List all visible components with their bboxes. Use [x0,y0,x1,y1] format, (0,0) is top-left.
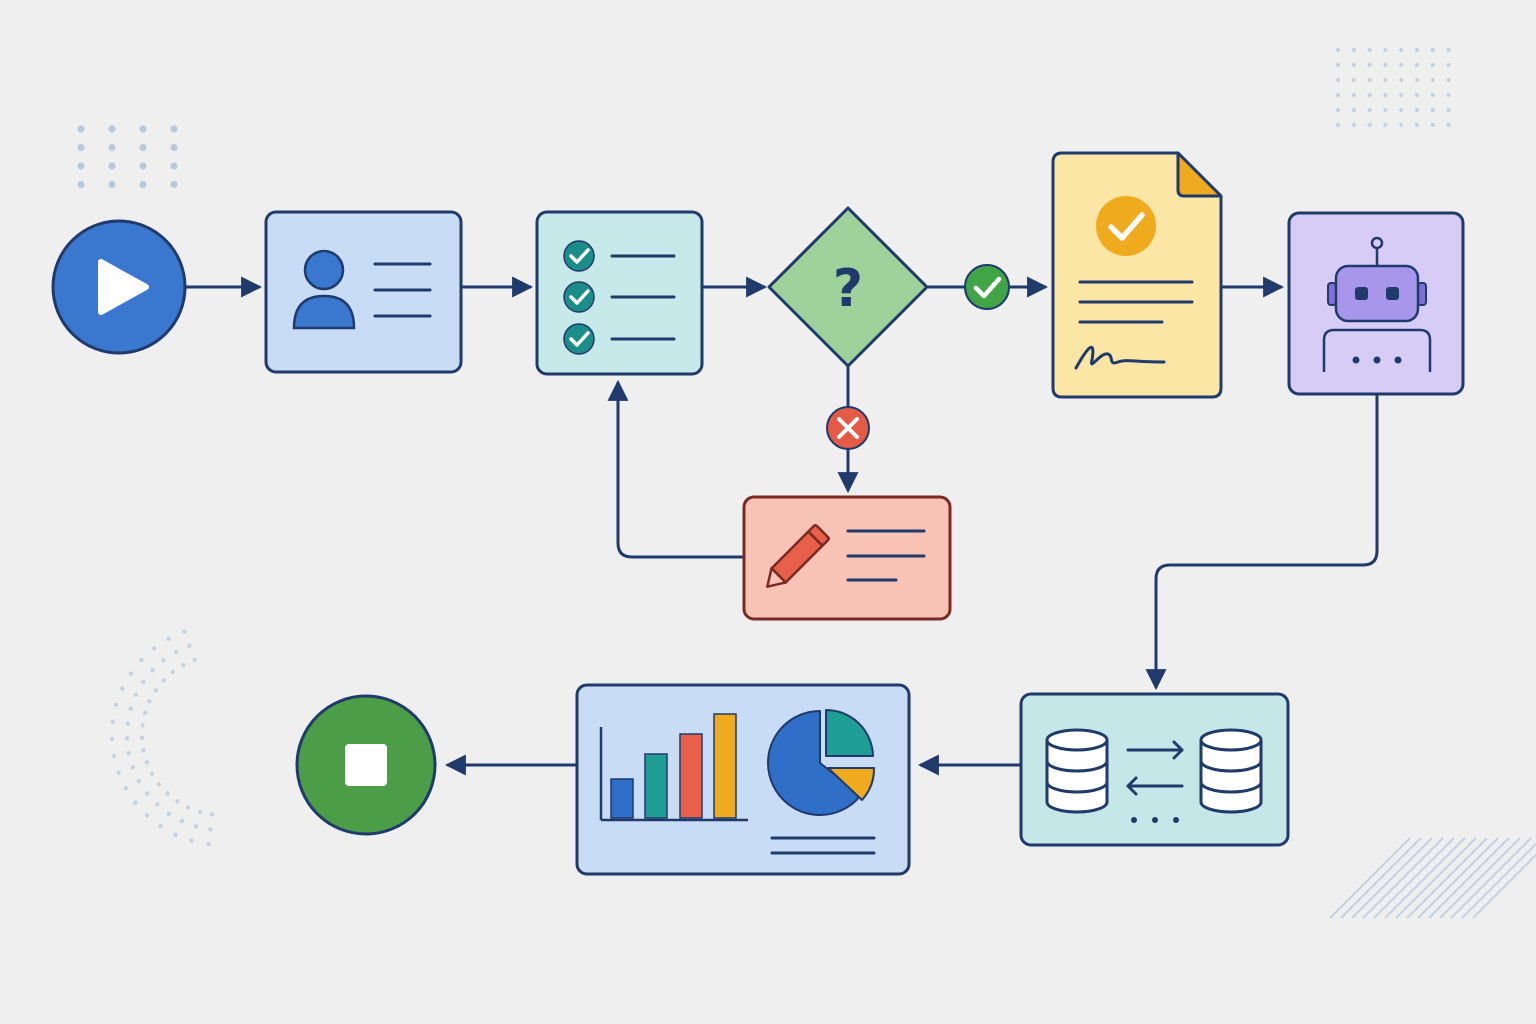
play-icon [98,259,149,315]
stop-icon [345,744,387,786]
bar-chart-icon [599,713,748,822]
end-node[interactable] [295,694,437,836]
report-text-lines [770,836,876,855]
user-profile-node[interactable] [264,210,463,374]
pie-chart-icon [767,709,876,816]
checklist-icon [563,240,676,355]
folded-corner [1176,151,1223,198]
automation-bot-node[interactable] [1287,211,1465,396]
check-icon [973,276,1002,299]
decorative-hatch-bottom-right [1329,837,1536,919]
robot-icon [1322,236,1432,372]
connectors [186,276,1379,776]
user-icon [292,249,356,330]
revise-node[interactable] [742,495,952,621]
document-text-lines [1078,280,1194,324]
checklist-node[interactable] [535,210,704,376]
sync-arrows-icon [1126,740,1184,796]
signature-icon [1074,345,1166,370]
approved-document-node[interactable] [1051,151,1223,399]
start-node[interactable] [51,219,187,355]
yes-check-marker [964,264,1010,310]
profile-text-lines [373,262,432,318]
database-right-icon [1199,728,1263,814]
pencil-icon [766,524,830,588]
question-icon: ? [833,259,863,319]
decorative-dots-top-right [1335,47,1451,128]
edge-revise-to-checklist [607,379,744,559]
decorative-dots-top-left [77,125,178,189]
more-dots-icon [1131,817,1179,823]
decision-node[interactable]: ? [767,206,929,368]
database-left-icon [1045,728,1109,814]
edge-robot-to-datasync [1145,395,1379,691]
no-cross-marker [826,406,870,450]
data-sync-node[interactable] [1019,692,1290,847]
cross-icon [837,417,859,439]
decorative-dots-arc [109,629,215,847]
revise-text-lines [846,529,926,582]
approved-badge-icon [1096,196,1156,256]
report-node[interactable] [575,683,911,876]
